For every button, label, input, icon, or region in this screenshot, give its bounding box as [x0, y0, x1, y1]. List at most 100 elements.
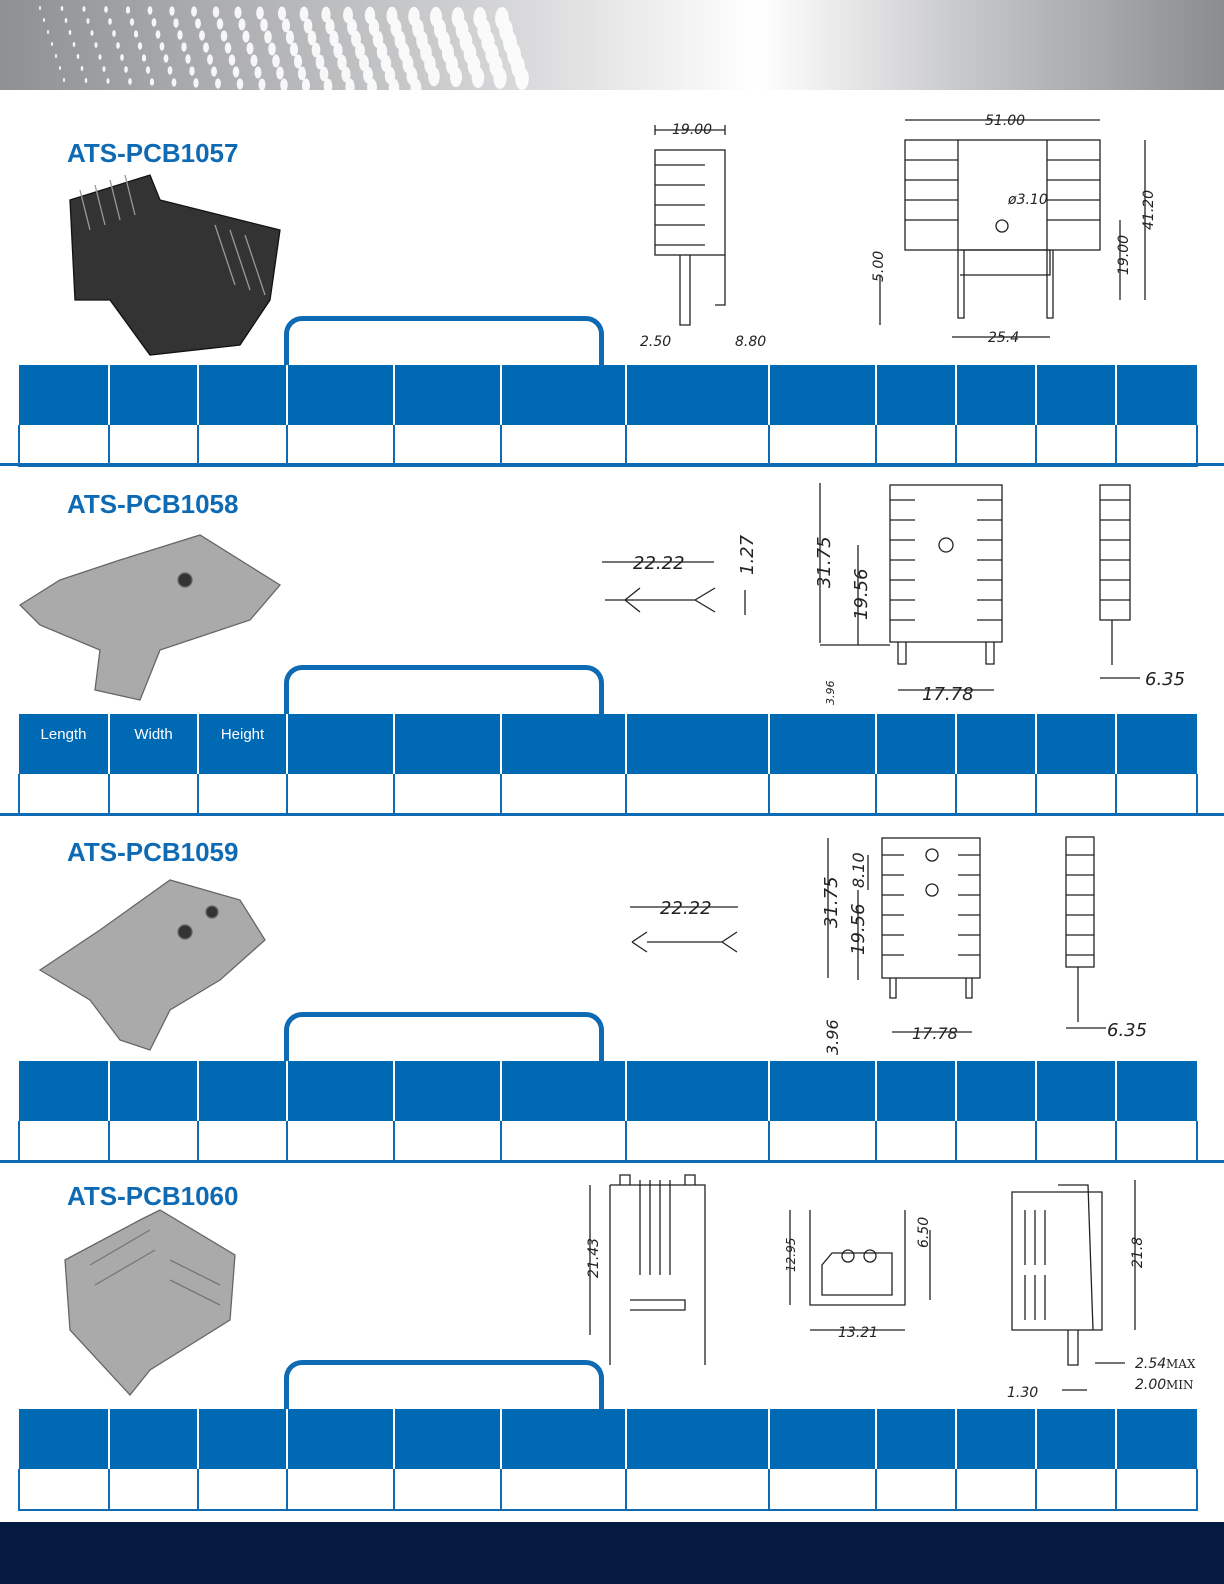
product-image-pcb1060 [64, 1209, 236, 1396]
dim-label: 1.27 [737, 534, 758, 575]
dim-label: 25.4 [988, 330, 1019, 346]
table-tab [284, 665, 604, 717]
decorative-dot [112, 30, 116, 37]
product-image-pcb1057 [69, 174, 281, 356]
dim-label: 5.00 [871, 251, 887, 282]
drawing-front-view [827, 837, 981, 1033]
decorative-dot [155, 30, 161, 39]
decorative-dot [80, 66, 84, 71]
dim-label: 31.75 [821, 876, 842, 928]
drawing-front-view [819, 483, 1003, 691]
table-row [18, 1469, 1198, 1511]
decorative-dot [341, 66, 351, 83]
decorative-dot [94, 42, 98, 48]
decorative-dot [319, 66, 329, 82]
dim-label: 13.21 [838, 1325, 878, 1341]
dim-label: 31.75 [814, 536, 835, 588]
decorative-dot [333, 42, 343, 59]
decorative-dot [281, 18, 291, 33]
dim-label: 17.78 [912, 1024, 958, 1043]
column-header-height: Height [197, 714, 287, 774]
decorative-dot [39, 6, 41, 10]
decorative-dot [90, 30, 94, 36]
decorative-dot [177, 30, 183, 40]
decorative-dot [189, 66, 195, 76]
product-image-pcb1058 [18, 534, 281, 701]
decorative-dot [303, 18, 313, 34]
table-row [18, 1121, 1198, 1163]
decorative-dot [98, 54, 102, 60]
decorative-dot [108, 18, 112, 25]
dim-label: 19.56 [848, 903, 869, 955]
decorative-dot [224, 42, 232, 54]
decorative-dot [86, 18, 90, 24]
dim-label: 3.96 [824, 681, 837, 706]
decorative-dot [60, 6, 64, 11]
decorative-dot [129, 18, 135, 26]
decorative-dot [195, 18, 201, 29]
decorative-dot [128, 78, 132, 85]
decorative-dot [428, 66, 440, 87]
drawing-side-view [1011, 1180, 1136, 1391]
decorative-dot [410, 78, 422, 90]
decorative-dot [329, 30, 339, 47]
table-tab [284, 1360, 604, 1412]
decorative-dot [367, 78, 377, 90]
drawing-edge-view [1099, 484, 1140, 679]
decorative-dot [171, 78, 177, 87]
drawing-clip-profile [630, 906, 738, 953]
column-header-length: Length [19, 714, 109, 774]
dim-label: 21.8 [1130, 1237, 1146, 1268]
decorative-dot [260, 18, 268, 32]
decorative-dot [297, 66, 307, 81]
decorative-dot [63, 78, 65, 82]
spec-table [18, 365, 1198, 467]
table-row [18, 425, 1198, 467]
decorative-dot [167, 66, 173, 75]
decorative-dot [258, 78, 266, 90]
decorative-dot [137, 42, 143, 50]
decorative-dot [68, 30, 72, 35]
drawing-front-view [589, 1174, 706, 1365]
decorative-dot [307, 30, 317, 46]
decorative-dot [238, 18, 246, 31]
decorative-dot [268, 42, 276, 56]
decorative-dot [43, 18, 45, 22]
decorative-dot [151, 18, 157, 27]
decorative-dot [337, 54, 347, 71]
dim-label: 21.43 [586, 1238, 602, 1278]
decorative-dot [220, 30, 228, 42]
decorative-dot [51, 42, 53, 46]
product-title: ATS-PCB1059 [67, 837, 239, 867]
decorative-dot [125, 6, 131, 14]
decorative-dot [106, 78, 110, 84]
decorative-dot [234, 6, 242, 19]
dim-label: 3.96 [823, 1019, 842, 1055]
table-header-row [19, 365, 1197, 425]
decorative-dot [203, 42, 209, 53]
decorative-dot [388, 78, 400, 90]
decorative-dot [493, 67, 507, 89]
header-banner [0, 0, 1224, 90]
decorative-dot [207, 54, 213, 65]
dim-label: 12.95 [784, 1238, 798, 1272]
decorative-dot [264, 30, 272, 44]
section-divider [0, 1160, 1224, 1163]
product-title: ATS-PCB1057 [67, 138, 239, 168]
product-title: ATS-PCB1060 [67, 1181, 239, 1211]
section-divider [0, 813, 1224, 816]
dim-label: 19.00 [672, 122, 712, 138]
drawing-clip-profile [602, 561, 746, 615]
product-image-pcb1059 [38, 879, 266, 1051]
decorative-dot [285, 30, 295, 45]
decorative-dot [471, 66, 485, 89]
dim-label: 1.30 [1007, 1385, 1038, 1401]
decorative-dot [301, 78, 311, 90]
dim-label: 19.56 [851, 568, 872, 620]
dim-label: 2.00 [1135, 1377, 1166, 1393]
dim-label: 2.50 [640, 334, 671, 350]
dim-label: 19.00 [1116, 235, 1132, 275]
decorative-dot [323, 78, 333, 90]
decorative-dot [163, 54, 169, 63]
